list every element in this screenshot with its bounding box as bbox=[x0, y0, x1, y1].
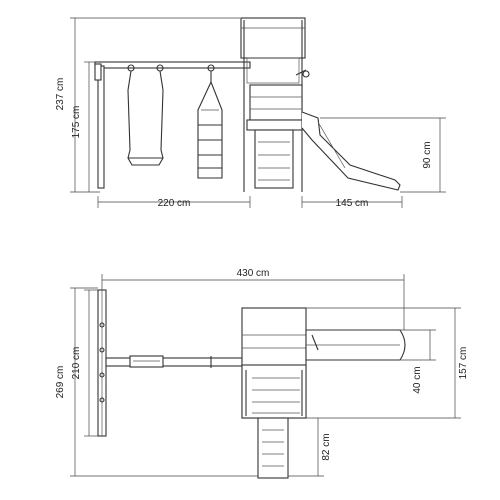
slide-top bbox=[305, 329, 406, 361]
label-ladder-length: 82 cm bbox=[321, 433, 332, 460]
ladder-top bbox=[257, 417, 289, 479]
label-total-depth: 269 cm bbox=[55, 366, 66, 399]
tower-side bbox=[240, 17, 310, 192]
belt-swing bbox=[127, 70, 164, 166]
label-total-height: 237 cm bbox=[55, 78, 66, 111]
label-swing-width: 220 cm bbox=[158, 198, 191, 209]
label-swing-depth: 210 cm bbox=[71, 347, 82, 380]
label-tower-side-height: 90 cm bbox=[422, 141, 433, 168]
side-dimension-lines bbox=[70, 17, 446, 208]
top-dimension-lines bbox=[70, 274, 461, 477]
rope-ladder-swing bbox=[197, 71, 223, 179]
top-view: 430 cm 269 cm 210 cm 40 cm 157 cm 82 cm bbox=[55, 268, 469, 479]
swing-frame-top bbox=[97, 289, 243, 437]
slide-side bbox=[301, 111, 401, 191]
tower-top bbox=[241, 307, 307, 419]
label-swing-height: 175 cm bbox=[71, 106, 82, 139]
label-tower-depth: 157 cm bbox=[458, 347, 469, 380]
side-view: 237 cm 175 cm 220 cm 145 cm 90 cm bbox=[55, 17, 446, 209]
swing-frame bbox=[94, 61, 251, 189]
label-slide-length: 145 cm bbox=[336, 198, 369, 209]
label-total-length: 430 cm bbox=[237, 268, 270, 279]
label-slide-width: 40 cm bbox=[412, 366, 423, 393]
